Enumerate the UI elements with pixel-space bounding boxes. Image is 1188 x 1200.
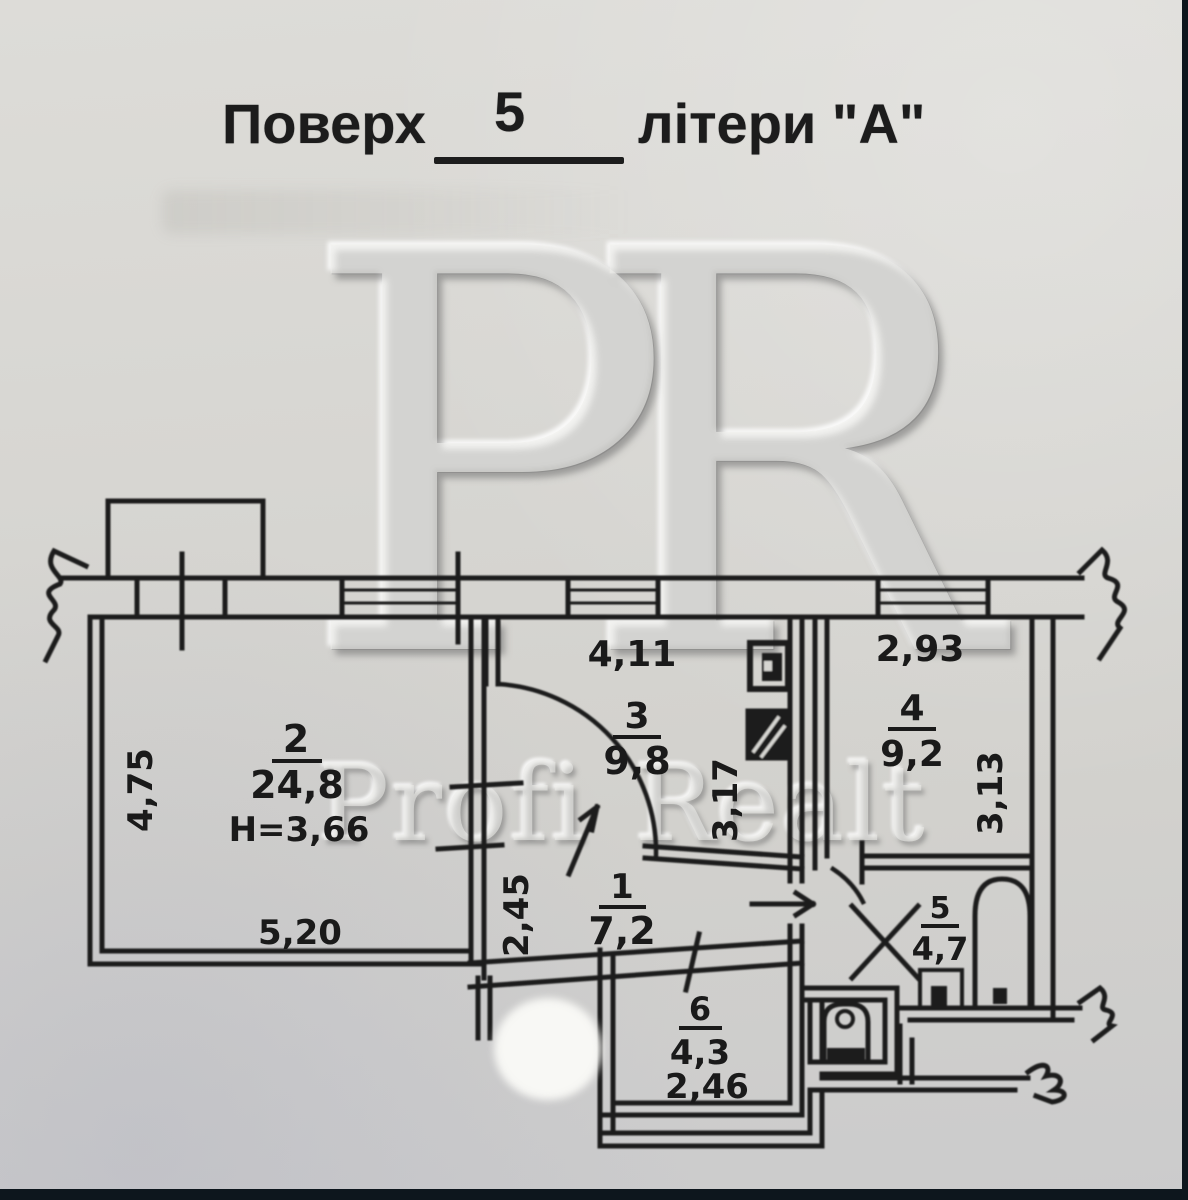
room1-number: 1 — [610, 867, 634, 907]
break-mark-right — [1076, 546, 1127, 662]
bathtub-icon — [972, 876, 1033, 1011]
room3-left-wall — [483, 614, 501, 687]
vent-shaft-icon — [745, 708, 788, 761]
room3-door-arc — [495, 681, 659, 859]
room1-area: 7,2 — [588, 909, 655, 953]
room2-dim-left: 4,75 — [121, 748, 161, 832]
room4-walls — [812, 618, 1035, 885]
toilet-icon — [821, 1001, 871, 1065]
room2-dim-ticks — [435, 780, 524, 852]
room4-label: 4 9,2 2,93 3,13 — [876, 629, 1011, 835]
room-labels: 2 24,8 H=3,66 4,75 5,20 3 9,8 4,11 3,17 … — [121, 629, 1011, 1107]
faint-erased-text-smudge — [162, 190, 632, 234]
room5-label: 5 4,7 — [912, 891, 969, 968]
photo-edge-bottom — [0, 1189, 1188, 1200]
room5-number: 5 — [930, 891, 951, 926]
bathroom-door-cross — [848, 902, 922, 982]
room2-walls — [87, 614, 487, 981]
balcony-outline — [105, 498, 266, 581]
photo-edge-right — [1182, 0, 1188, 1200]
top-wall-ticks — [179, 551, 461, 651]
room3-number: 3 — [624, 696, 649, 737]
room3-dim-top: 4,11 — [588, 634, 677, 675]
electric-shaft-icon — [747, 640, 791, 692]
break-mark-left — [42, 547, 90, 664]
door-swing-arrow — [565, 803, 601, 878]
entry-door-leaf — [897, 1023, 915, 1085]
top-wall — [59, 575, 1085, 620]
room3-dim-right: 3,17 — [706, 758, 746, 842]
room2-dim-bottom: 5,20 — [258, 913, 342, 953]
hallway-top-wall — [642, 843, 805, 872]
room4-number: 4 — [899, 688, 924, 729]
window-glazing — [343, 588, 988, 605]
room3-label: 3 9,8 4,11 3,17 — [588, 634, 746, 842]
room4-area: 9,2 — [880, 734, 944, 775]
break-mark-bottom-a — [1076, 984, 1118, 1044]
sink-icon — [918, 968, 964, 1010]
wall-stub — [475, 975, 493, 1041]
title-underline — [434, 157, 624, 164]
right-wall — [1029, 614, 1056, 1023]
watermark-monogram: PR — [300, 134, 997, 780]
white-mask-spot — [494, 998, 602, 1100]
outer-step-walls — [597, 1075, 1031, 1149]
room1-dim-left: 2,45 — [497, 873, 537, 957]
watermark-brand: Profi Realt — [318, 742, 927, 865]
shaft-wall — [787, 614, 805, 1118]
room6-area: 4,3 — [670, 1033, 730, 1073]
entrance-arrow — [749, 889, 817, 919]
break-mark-bottom-b — [1024, 1062, 1067, 1105]
room6-label: 6 4,3 2,46 — [665, 990, 749, 1107]
room5-area: 4,7 — [912, 930, 969, 968]
hallway-bottom-tick — [682, 930, 703, 994]
title-floor-number: 5 — [494, 80, 526, 143]
room2-area: 24,8 — [250, 763, 344, 807]
hallway-bottom-wall — [467, 938, 805, 990]
top-wall-dividers — [134, 575, 991, 620]
room6-number: 6 — [689, 990, 711, 1028]
title-floor-label: Поверх — [222, 92, 426, 155]
room2-number: 2 — [283, 717, 309, 761]
room3-area: 9,8 — [603, 739, 670, 783]
room4-dim-right: 3,13 — [971, 751, 1011, 835]
room4-dim-top: 2,93 — [876, 629, 965, 670]
room2-ceiling-height: H=3,66 — [229, 810, 370, 850]
room1-label: 1 7,2 2,45 — [497, 867, 656, 957]
title-letters-label: літери "А" — [638, 92, 926, 155]
room2-label: 2 24,8 H=3,66 4,75 5,20 — [121, 717, 369, 953]
room6-dim-bottom: 2,46 — [665, 1067, 749, 1107]
bathroom-door-arc — [829, 865, 867, 906]
